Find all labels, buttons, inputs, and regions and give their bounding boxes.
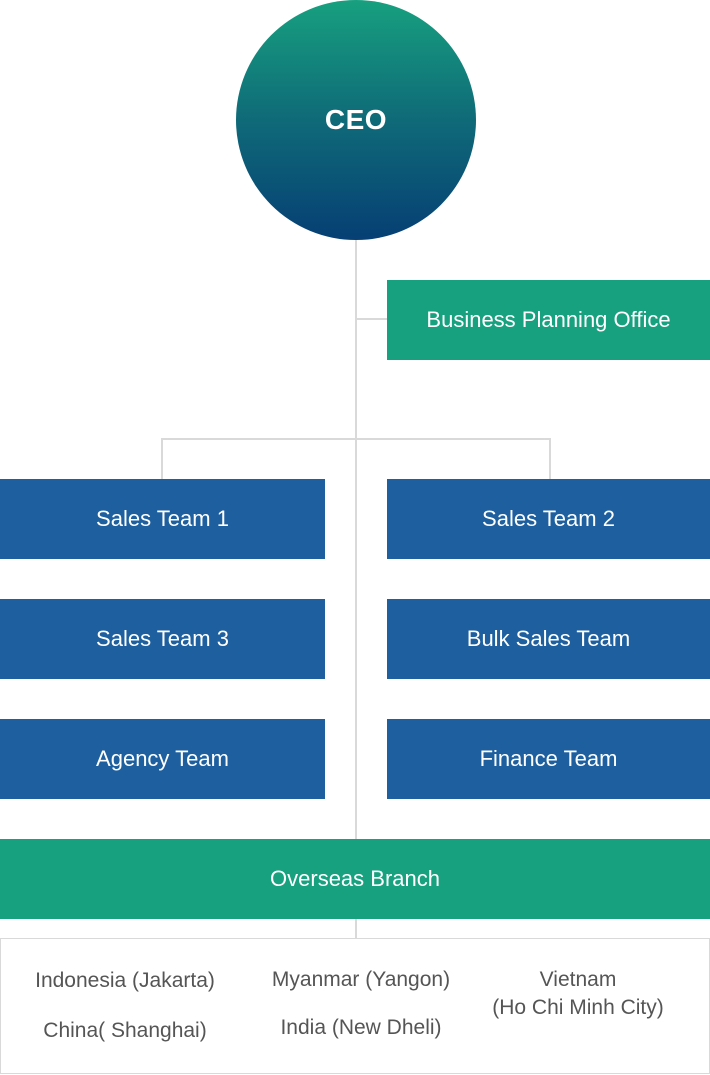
right-teams-drop-connector (549, 438, 551, 480)
finance-team-box: Finance Team (387, 719, 710, 799)
business-planning-office-box: Business Planning Office (387, 280, 710, 360)
overseas-branch-label: Overseas Branch (270, 866, 440, 891)
location-indonesia: Indonesia (Jakarta) (35, 969, 215, 992)
ceo-node: CEO (236, 0, 476, 240)
teams-horizontal-connector (161, 438, 551, 440)
bulk-sales-team-label: Bulk Sales Team (466, 626, 631, 651)
overseas-branch-box: Overseas Branch (0, 839, 710, 919)
location-vietnam: Vietnam (Ho Chi Minh City) (467, 966, 689, 1022)
location-vietnam-name: Vietnam (539, 968, 617, 991)
agency-team-box: Agency Team (0, 719, 325, 799)
agency-team-label: Agency Team (96, 746, 229, 771)
sales-team-2-label: Sales Team 2 (482, 506, 615, 531)
location-china: China( Shanghai) (43, 1019, 207, 1042)
business-planning-office-label: Business Planning Office (426, 307, 671, 332)
sales-team-2-box: Sales Team 2 (387, 479, 710, 559)
location-india: India (New Dheli) (280, 1016, 442, 1039)
business-planning-connector (356, 318, 388, 320)
sales-team-3-label: Sales Team 3 (96, 626, 229, 651)
ceo-vertical-connector (355, 240, 357, 940)
ceo-label: CEO (324, 104, 388, 135)
location-vietnam-city: (Ho Chi Minh City) (492, 996, 664, 1019)
location-myanmar: Myanmar (Yangon) (271, 968, 451, 991)
left-teams-drop-connector (161, 438, 163, 480)
sales-team-1-label: Sales Team 1 (96, 506, 229, 531)
branch-locations-box: Indonesia (Jakarta) Myanmar (Yangon) Vie… (0, 938, 710, 1074)
finance-team-label: Finance Team (479, 746, 618, 771)
bulk-sales-team-box: Bulk Sales Team (387, 599, 710, 679)
sales-team-1-box: Sales Team 1 (0, 479, 325, 559)
sales-team-3-box: Sales Team 3 (0, 599, 325, 679)
